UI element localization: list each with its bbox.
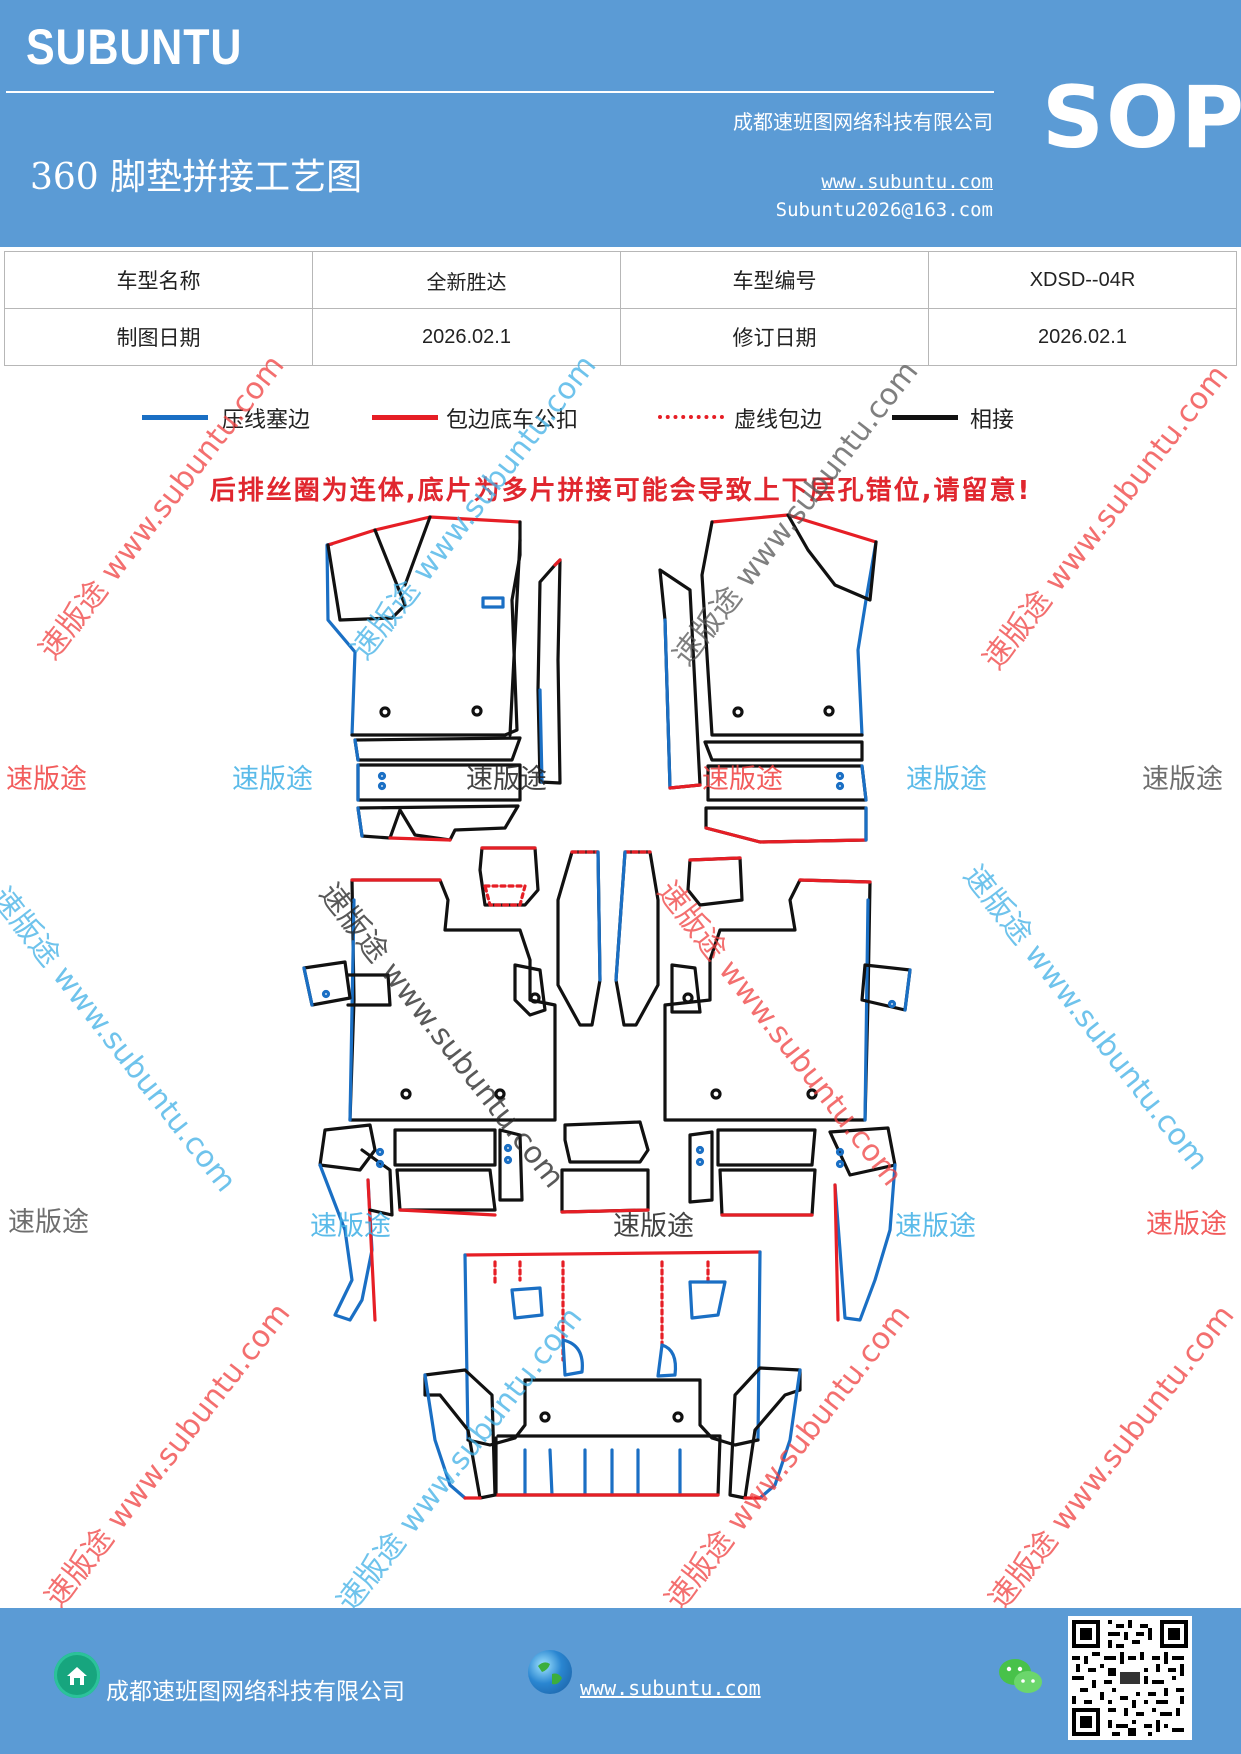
header-company: 成都速班图网络科技有限公司: [733, 110, 993, 134]
watermark: 速版途: [1142, 764, 1223, 795]
legend-label-press-line: 压线塞边: [222, 408, 311, 433]
second-row-lower-pieces: [318, 1120, 897, 1322]
sop-label: SOP: [1042, 68, 1241, 168]
document-title: 360 脚垫拼接工艺图: [30, 157, 363, 198]
model-code-label: 车型编号: [620, 251, 929, 309]
footer-company: 成都速班图网络科技有限公司: [106, 1679, 405, 1705]
middle-right-mat: [663, 878, 912, 1122]
watermark: 速版途: [1146, 1209, 1227, 1240]
legend: 压线塞边 包边底车公扣 虚线包边 相接: [0, 402, 1241, 442]
middle-left-mat: [302, 878, 557, 1122]
watermark: 速版途: [466, 764, 547, 795]
rear-trunk-mat: [423, 1250, 802, 1500]
watermark: 速版途: [232, 764, 313, 795]
legend-swatch-red-edge: [372, 415, 438, 420]
model-name-label: 车型名称: [4, 251, 313, 309]
footer-website-link[interactable]: www.subuntu.com: [580, 1676, 761, 1700]
model-name-value: 全新胜达: [312, 251, 621, 309]
watermark: 速版途: [702, 764, 783, 795]
center-tunnel-pieces: [478, 846, 744, 1027]
watermark: 速版途: [6, 764, 87, 795]
revise-date-label: 修订日期: [620, 308, 929, 366]
legend-swatch-dashed-edge: [658, 415, 724, 419]
legend-swatch-joint: [892, 415, 958, 420]
warning-notice: 后排丝圈为连体,底片为多片拼接可能会导致上下层孔错位,请留意!: [209, 476, 1032, 506]
brand-logo: SUBUNTU: [26, 19, 243, 75]
header-email: Subuntu2026@163.com: [775, 199, 993, 221]
model-code-value: XDSD--04R: [928, 251, 1237, 309]
table-row: 制图日期 2026.02.1 修订日期 2026.02.1: [4, 308, 1237, 366]
watermark: 速版途: [906, 764, 987, 795]
header-website-link[interactable]: www.subuntu.com: [821, 171, 993, 193]
legend-label-joint: 相接: [970, 408, 1015, 433]
draw-date-label: 制图日期: [4, 308, 313, 366]
watermark: 速版途: [895, 1211, 976, 1242]
front-left-mat: [325, 515, 562, 842]
legend-label-red-edge: 包边底车公扣: [446, 408, 579, 433]
watermark: 速版途: [8, 1207, 89, 1238]
watermark: 速版途: [310, 1211, 391, 1242]
legend-swatch-press-line: [142, 415, 208, 420]
header-divider: [6, 91, 994, 93]
table-row: 车型名称 全新胜达 车型编号 XDSD--04R: [4, 251, 1237, 309]
draw-date-value: 2026.02.1: [312, 308, 621, 366]
legend-label-dashed-edge: 虚线包边: [734, 408, 823, 433]
wechat-icon: [996, 1655, 1046, 1699]
globe-icon: [528, 1650, 572, 1694]
header-banner: [0, 0, 1241, 247]
revise-date-value: 2026.02.1: [928, 308, 1237, 366]
watermark: 速版途: [613, 1211, 694, 1242]
vehicle-info-table: 车型名称 全新胜达 车型编号 XDSD--04R 制图日期 2026.02.1 …: [4, 251, 1237, 366]
front-right-mat: [658, 513, 878, 844]
qr-code: [1068, 1616, 1192, 1740]
home-icon: [54, 1652, 100, 1698]
